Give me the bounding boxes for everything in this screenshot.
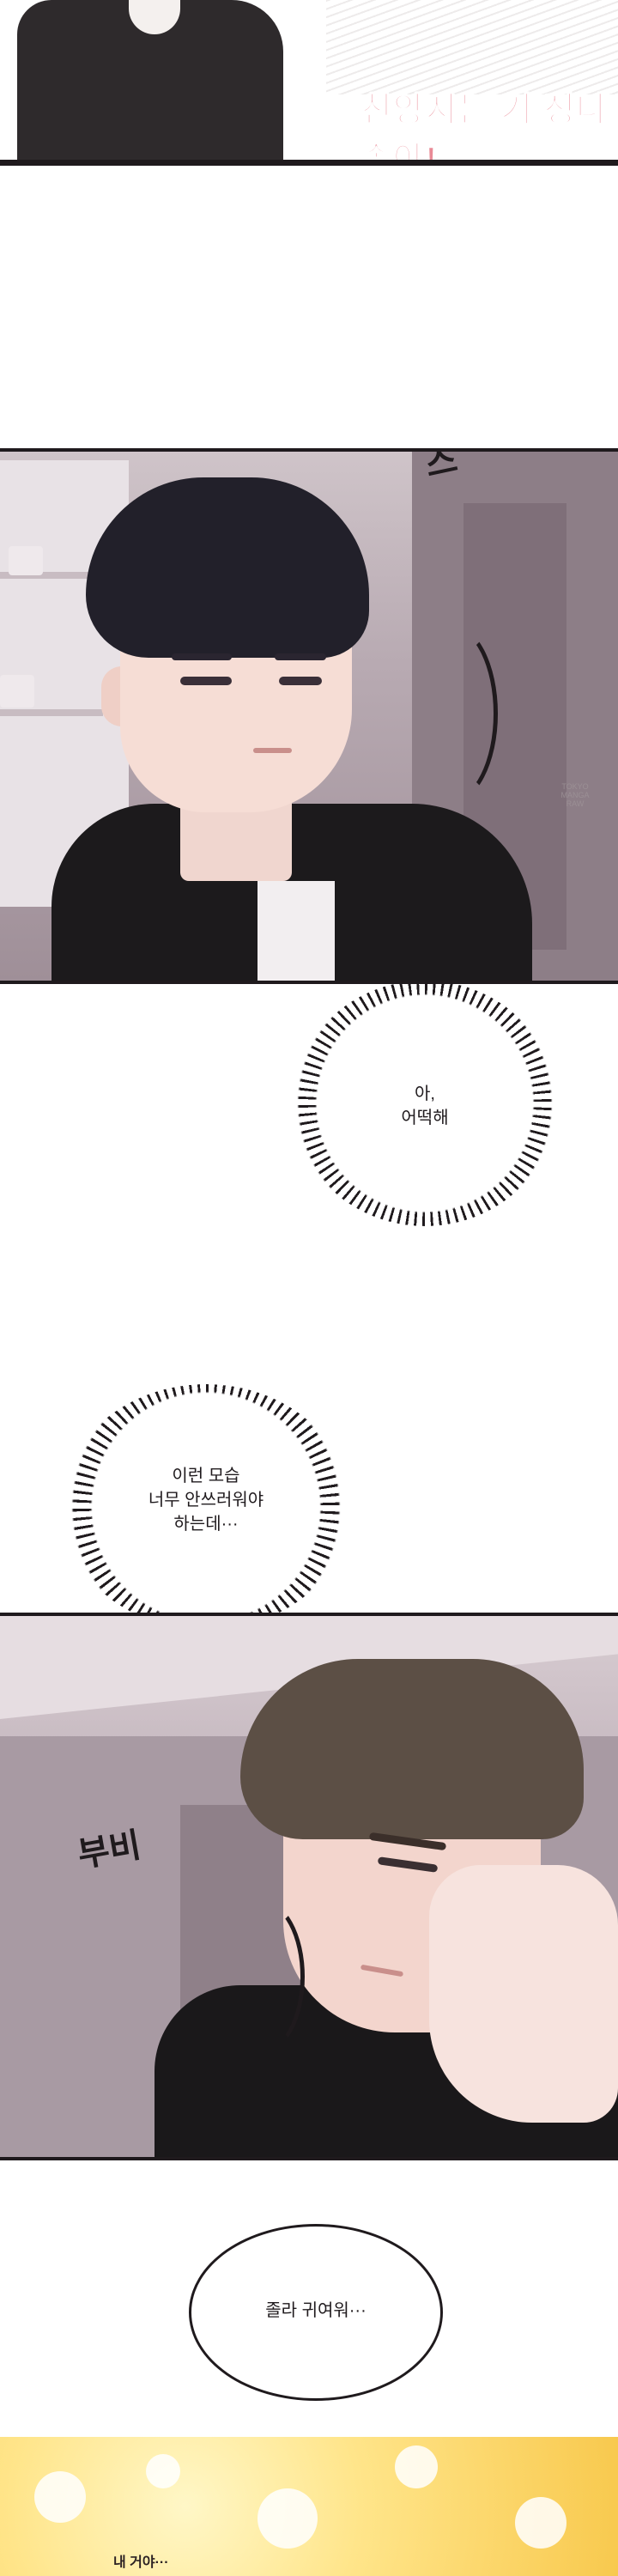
panel-4: 내 거야··· [0,2437,618,2576]
shelf [0,572,103,579]
character-hand [429,1865,618,2123]
bubble-text: 졸라 귀여워··· [265,2301,367,2320]
sparkle-dot [395,2445,438,2488]
sparkle-dot [146,2454,180,2488]
eyebrow [275,653,326,660]
eye [279,677,322,685]
panel-1: 친앙지는 거 정나 좋아! [0,0,618,166]
thought-burst-bubble: 이런 모습 너무 안쓰러워야 하는데··· [77,1400,335,1614]
panel-2: 스 TOKYO MANGA RAW [0,448,618,984]
small-caption: 내 거야··· [113,2555,169,2570]
sparkle-dot [515,2497,566,2549]
sfx-text: 친앙지는 거 정나 좋아! [360,90,609,166]
sparkle-dot [258,2488,318,2549]
bubble-line: 하는데··· [173,1515,239,1534]
eye [180,677,232,685]
motion-stroke [403,623,498,804]
mouth [253,748,292,753]
speed-lines [326,0,618,94]
watermark-line: TOKYO [561,782,589,791]
watermark: TOKYO MANGA RAW [549,782,601,808]
bubble-line: 이런 모습 [172,1467,240,1485]
shelf [0,709,103,716]
bubble-line: 어떡해 [401,1109,449,1127]
thought-burst-bubble: 아, 어떡해 [309,996,541,1211]
bubble-text: 아, 어떡해 [309,1082,541,1130]
plant-pot [9,546,43,575]
speech-bubble: 졸라 귀여워··· [189,2224,443,2401]
watermark-line: RAW [566,799,585,808]
bubble-line: 아, [415,1084,435,1103]
panel-border [0,160,618,166]
bubble-text: 이런 모습 너무 안쓰러워야 하는데··· [77,1464,335,1536]
eyebrow [172,653,232,660]
plant-pot [0,675,34,708]
bubble-line: 너무 안쓰러워야 [148,1491,264,1510]
character-shirt [258,881,335,981]
character-hair [240,1659,584,1839]
panel-3: 부비 [0,1613,618,2160]
sparkle-dot [34,2471,86,2523]
motion-stroke [219,1899,305,2054]
character-hair [86,477,369,658]
watermark-line: MANGA [560,791,590,799]
